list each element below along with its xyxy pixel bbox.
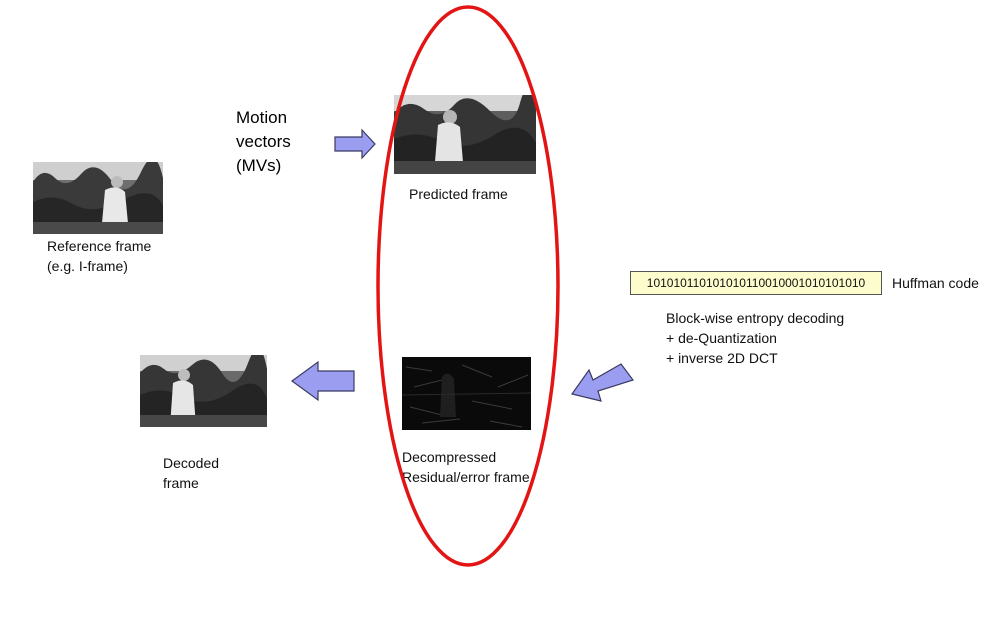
huffman-code-label: Huffman code — [892, 275, 979, 291]
decoding-steps-label: Block-wise entropy decoding + de-Quantiz… — [666, 310, 845, 366]
huffman-bitstream: 101010110101010110010001010101010 — [630, 271, 882, 295]
reference-frame-image — [33, 162, 163, 234]
residual-arrow-icon — [570, 363, 634, 402]
reference-frame-label: Reference frame (e.g. I-frame) — [47, 238, 152, 274]
residual-frame-image — [402, 357, 531, 430]
decoded-arrow-icon — [290, 360, 355, 402]
predicted-frame-label: Predicted frame — [409, 186, 508, 202]
residual-frame-label: Decompressed Residual/error frame — [402, 449, 530, 485]
motion-vectors-label: Motion vectors (MVs) — [236, 108, 291, 175]
decoded-frame-label: Decoded frame — [163, 455, 220, 491]
predicted-frame-image — [394, 95, 536, 174]
decoded-frame-image — [140, 355, 267, 427]
motion-vector-arrow-icon — [334, 128, 376, 160]
